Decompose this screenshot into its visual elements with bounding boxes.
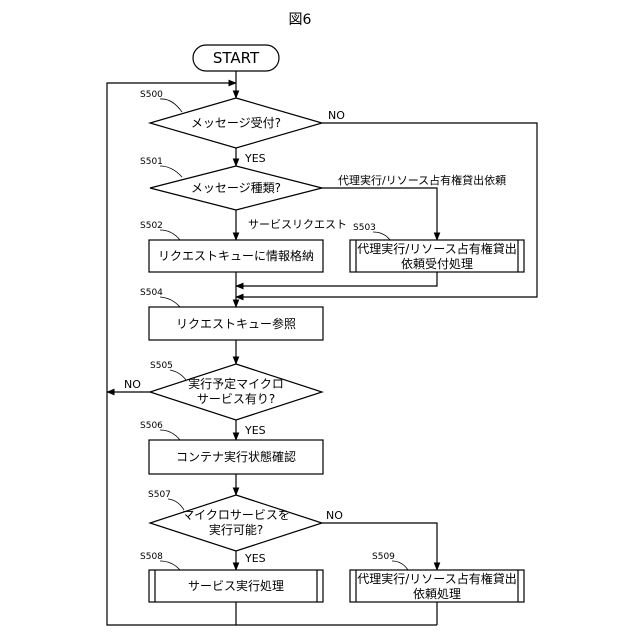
subprocess-proxy-accept-label-1: 代理実行/リソース占有権貸出 [357, 241, 516, 256]
step-label-s503: S503 [353, 223, 376, 233]
figure-title: 図6 [289, 12, 312, 28]
process-reference-queue-label: リクエストキュー参照 [176, 316, 296, 331]
process-store-request-label: リクエストキューに情報格納 [158, 248, 314, 263]
edge-label-type-proxy: 代理実行/リソース占有権貸出依頼 [338, 173, 506, 187]
decision-scheduled-service-label-1: 実行予定マイクロ [188, 376, 284, 391]
edge-label-yes-507: YES [244, 552, 266, 565]
step-label-s501: S501 [140, 157, 163, 167]
edge-501-proxy [322, 188, 437, 240]
step-leader-s502 [160, 230, 180, 240]
step-leader-s501 [160, 166, 182, 177]
edge-507-no [322, 523, 437, 570]
step-label-s502: S502 [140, 221, 163, 231]
subprocess-proxy-request-label-2: 依頼処理 [413, 586, 461, 601]
edge-label-no-500: NO [328, 109, 345, 122]
process-check-container-label: コンテナ実行状態確認 [176, 449, 296, 464]
step-label-s504: S504 [140, 288, 163, 298]
step-label-s507: S507 [148, 490, 171, 500]
decision-service-executable-label-1: マイクロサービスを [182, 508, 290, 522]
subprocess-execute-service-label: サービス実行処理 [188, 578, 284, 593]
step-label-s509: S509 [372, 552, 395, 562]
step-label-s508: S508 [140, 552, 163, 562]
step-leader-s503 [373, 232, 390, 240]
edge-label-yes-505: YES [244, 424, 266, 437]
decision-message-received-label: メッセージ受付? [191, 116, 281, 130]
start-label: START [213, 49, 260, 67]
step-leader-s508 [160, 561, 180, 570]
edge-label-no-507: NO [326, 509, 343, 522]
edge-label-no-505: NO [124, 378, 141, 391]
decision-message-type-label: メッセージ種類? [191, 181, 281, 195]
step-leader-s509 [392, 561, 408, 570]
step-leader-s500 [160, 99, 182, 112]
edge-label-yes-500: YES [244, 152, 266, 165]
step-leader-s504 [160, 297, 180, 307]
decision-service-executable-label-2: 実行可能? [209, 522, 263, 537]
subprocess-proxy-request-label-1: 代理実行/リソース占有権貸出 [357, 571, 516, 586]
step-label-s506: S506 [140, 421, 163, 431]
edge-label-type-service: サービスリクエスト [248, 218, 347, 231]
step-leader-s506 [160, 430, 180, 440]
edge-503-to-join [236, 272, 437, 286]
decision-scheduled-service-label-2: サービス有り? [197, 392, 275, 406]
step-label-s500: S500 [140, 90, 163, 100]
step-label-s505: S505 [150, 361, 173, 371]
step-leader-s505 [170, 370, 186, 380]
subprocess-proxy-accept-label-2: 依頼受付処理 [401, 256, 473, 271]
